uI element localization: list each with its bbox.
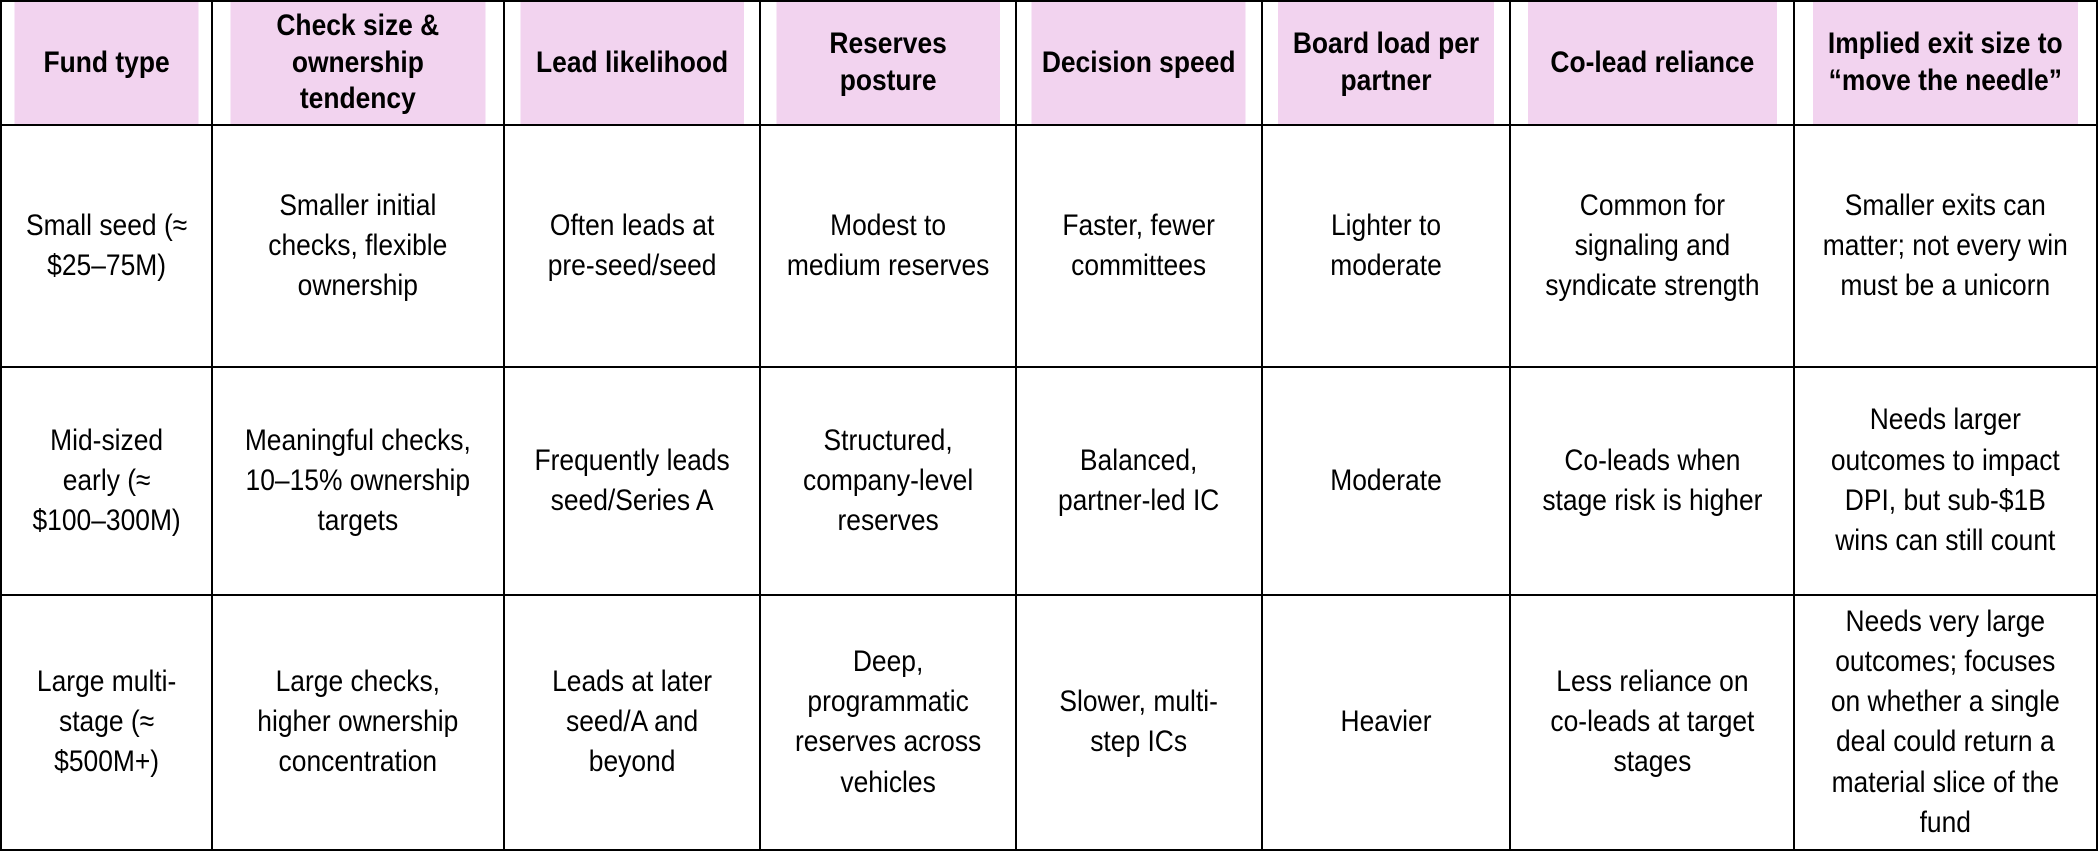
cell-implied-exit: Smaller exits can matter; not every win … [1811, 123, 2080, 368]
table-header-row: Fund type Check size & ownership tendenc… [1, 0, 2097, 126]
cell-implied-exit: Needs larger outcomes to impact DPI, but… [1811, 365, 2080, 596]
cell-reserves-posture: Structured, company-level reserves [774, 365, 1002, 596]
cell-implied-exit: Needs very large outcomes; focuses on wh… [1811, 593, 2080, 851]
cell-reserves-posture: Modest to medium reserves [774, 123, 1002, 368]
column-header-board-load-per-partner: Board load per partner [1275, 0, 1496, 126]
column-header-fund-type: Fund type [12, 0, 201, 126]
cell-co-lead-reliance: Co-leads when stage risk is higher [1525, 365, 1779, 596]
cell-decision-speed: Balanced, partner-led IC [1030, 365, 1248, 596]
cell-check-size: Large checks, higher ownership concentra… [228, 593, 488, 851]
cell-reserves-posture: Deep, programmatic reserves across vehic… [774, 593, 1002, 851]
cell-board-load: Heavier [1275, 593, 1496, 851]
cell-lead-likelihood: Leads at later seed/A and beyond [518, 593, 746, 851]
cell-lead-likelihood: Often leads at pre-seed/seed [518, 123, 746, 368]
cell-lead-likelihood: Frequently leads seed/Series A [518, 365, 746, 596]
column-header-lead-likelihood: Lead likelihood [518, 0, 746, 126]
cell-decision-speed: Faster, fewer committees [1030, 123, 1248, 368]
column-header-decision-speed: Decision speed [1030, 0, 1248, 126]
table-row: Small seed (≈ $25–75M) Smaller initial c… [1, 123, 2097, 368]
cell-board-load: Lighter to moderate [1275, 123, 1496, 368]
table-row: Large multi-stage (≈ $500M+) Large check… [1, 593, 2097, 851]
cell-board-load: Moderate [1275, 365, 1496, 596]
table-row: Mid-sized early (≈ $100–300M) Meaningful… [1, 365, 2097, 596]
cell-check-size: Meaningful checks, 10–15% ownership targ… [228, 365, 488, 596]
column-header-implied-exit-size: Implied exit size to “move the needle” [1811, 0, 2080, 126]
cell-fund-type: Large multi-stage (≈ $500M+) [12, 593, 201, 851]
table-header: Fund type Check size & ownership tendenc… [1, 0, 2097, 126]
cell-fund-type: Mid-sized early (≈ $100–300M) [12, 365, 201, 596]
cell-co-lead-reliance: Common for signaling and syndicate stren… [1525, 123, 1779, 368]
cell-decision-speed: Slower, multi-step ICs [1030, 593, 1248, 851]
cell-fund-type: Small seed (≈ $25–75M) [12, 123, 201, 368]
column-header-check-size-ownership-tendency: Check size & ownership tendency [228, 0, 488, 126]
column-header-reserves-posture: Reserves posture [774, 0, 1002, 126]
fund-comparison-table-container: Fund type Check size & ownership tendenc… [12, 0, 2080, 851]
column-header-co-lead-reliance: Co-lead reliance [1525, 0, 1779, 126]
table-body: Small seed (≈ $25–75M) Smaller initial c… [1, 123, 2097, 851]
cell-check-size: Smaller initial checks, flexible ownersh… [228, 123, 488, 368]
cell-co-lead-reliance: Less reliance on co-leads at target stag… [1525, 593, 1779, 851]
